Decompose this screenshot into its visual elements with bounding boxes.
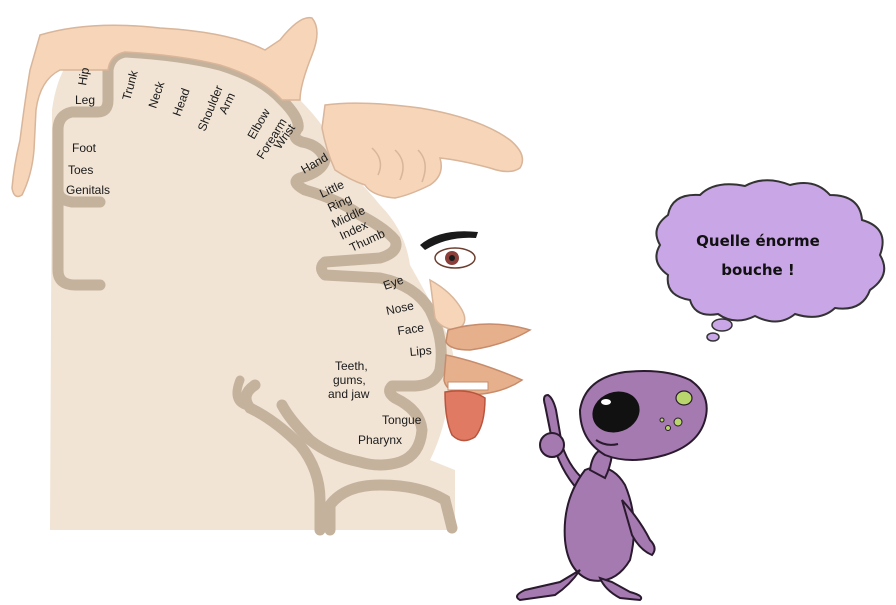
speech-bubble-line-1: Quelle énorme [696,232,820,250]
label-foot: Foot [72,141,97,155]
speech-bubble-tail-large [712,319,732,331]
alien-right-leg [600,578,641,600]
alien-spot-tiny [660,418,664,422]
speech-bubble-line-2: bouche ! [721,261,795,279]
alien-spot-large [676,391,692,405]
label-genitals: Genitals [66,183,110,197]
alien-eye-highlight [601,399,611,405]
label-pharynx: Pharynx [358,433,402,447]
alien-character [517,371,707,600]
label-lips: Lips [409,343,432,359]
alien-left-leg [517,570,580,600]
eyebrow [420,231,478,250]
label-gums: gums, [333,373,366,387]
alien-spot-small [666,426,671,431]
label-and-jaw: and jaw [328,387,370,401]
alien-fist [540,433,564,457]
label-leg: Leg [75,93,95,107]
teeth [448,382,488,390]
speech-bubble: Quelle énorme bouche ! [656,180,884,341]
label-toes: Toes [68,163,93,177]
speech-bubble-tail-small [707,333,719,341]
upper-lip [446,324,530,350]
label-tongue: Tongue [382,413,422,427]
alien-body [565,467,634,581]
speech-bubble-cloud [656,180,884,321]
tongue [445,391,485,441]
alien-spot-medium [674,418,682,426]
eye-pupil [449,255,455,261]
label-teeth: Teeth, [335,359,368,373]
